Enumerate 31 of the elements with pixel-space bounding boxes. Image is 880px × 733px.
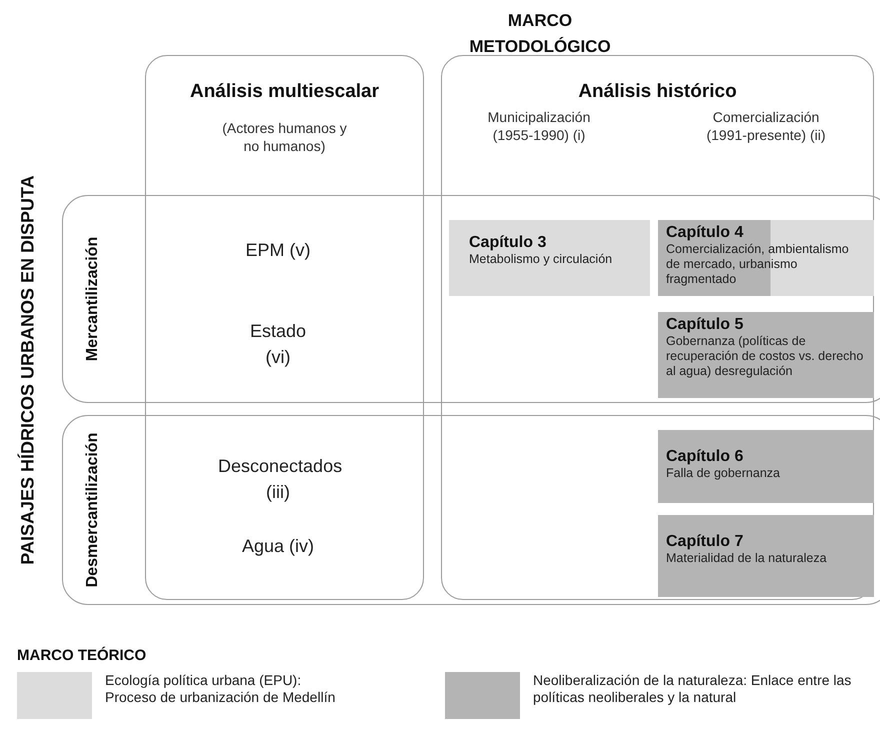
- period-heading: Municipalización (1955-1990) (i): [486, 108, 592, 144]
- chapter-description: Materialidad de la naturaleza: [666, 551, 828, 566]
- chapter-description: Comercialización, ambientalismo de mercado, urbanismo fragmentado: [666, 242, 850, 287]
- section-heading: MARCO TEÓRICO: [17, 646, 148, 666]
- row-heading: Desmercantilización: [83, 432, 102, 588]
- actor-label: Estado (vi): [248, 320, 308, 369]
- period-heading: Comercialización (1991-presente) (ii): [705, 108, 827, 144]
- chapter-title: Capítulo 3: [469, 234, 548, 252]
- chapter-title: Capítulo 6: [666, 448, 744, 466]
- chapter-description: Falla de gobernanza: [666, 466, 781, 481]
- diagram-title: MARCO METODOLÓGICO: [468, 10, 612, 58]
- actor-label: Agua (iv): [240, 535, 316, 558]
- axis-title: PAISAJES HÍDRICOS URBANOS EN DISPUTA: [16, 175, 38, 565]
- chapter-box: [658, 430, 874, 503]
- chapter-box: [658, 312, 874, 398]
- actor-label: EPM (v): [244, 239, 312, 262]
- legend-text: Neoliberalización de la naturaleza: Enlace entre las políticas neoliberales y la natural: [533, 672, 852, 707]
- legend-text: Ecología política urbana (EPU): Proceso de urbanización de Medellín: [105, 672, 336, 707]
- chapter-description: Gobernanza (políticas de recuperación de costos vs. derecho al agua) desregulación: [666, 334, 864, 379]
- column-subheading: (Actores humanos y no humanos): [221, 119, 348, 155]
- chapter-box: [449, 220, 650, 296]
- chapter-title: Capítulo 7: [666, 533, 744, 551]
- column-heading: Análisis multiescalar: [188, 80, 380, 104]
- chapter-box: [658, 220, 874, 296]
- chapter-description: Metabolismo y circulación: [469, 252, 614, 267]
- column-frame: [145, 55, 424, 600]
- column-heading: Análisis histórico: [577, 80, 738, 104]
- chapter-box: [658, 515, 874, 597]
- row-heading: Mercantilización: [83, 236, 102, 362]
- chapter-title: Capítulo 4: [666, 224, 744, 242]
- chapter-title: Capítulo 5: [666, 316, 744, 334]
